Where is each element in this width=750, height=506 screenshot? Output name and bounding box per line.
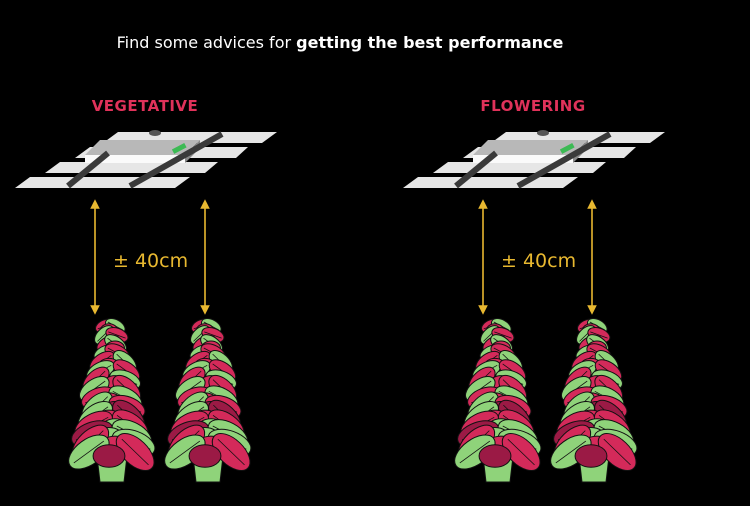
distance-label-vegetative: ± 40cm	[113, 250, 189, 272]
distance-label-flowering: ± 40cm	[501, 250, 577, 272]
distance-arrows	[90, 199, 597, 315]
page-title: Find some advices for getting the best p…	[0, 33, 680, 52]
title-bold: getting the best performance	[296, 33, 564, 52]
lamp-vegetative	[15, 130, 277, 188]
phase-label-flowering: FLOWERING	[480, 97, 586, 115]
plant	[448, 314, 548, 483]
plant	[62, 314, 162, 483]
title-prefix: Find some advices for	[116, 33, 297, 52]
plant	[158, 314, 258, 483]
lamp-flowering	[403, 130, 665, 188]
plant	[544, 314, 644, 483]
phase-label-vegetative: VEGETATIVE	[91, 97, 199, 115]
